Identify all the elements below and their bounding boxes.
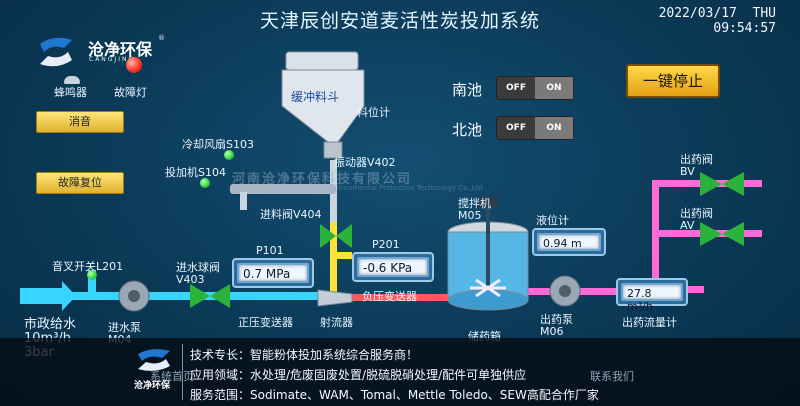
buzzer-label: 蜂鸣器 bbox=[54, 86, 87, 99]
time-text: 09:54:57 bbox=[713, 21, 776, 36]
p101-label: 正压变送器 bbox=[238, 316, 293, 329]
fork-switch-label: 音叉开关L201 bbox=[52, 260, 124, 273]
p201-value: -0.6 KPa bbox=[357, 257, 429, 277]
valve-v404[interactable] bbox=[320, 224, 352, 248]
level-label: 液位计 bbox=[536, 214, 569, 227]
p201-label: 负压变送器 bbox=[362, 290, 417, 303]
ball-valve-name: 进水球阀 bbox=[176, 261, 220, 274]
mixer-label: 搅拌机 M05 bbox=[458, 198, 491, 222]
outlet-valve-bv-id: BV bbox=[680, 165, 695, 178]
footer-logo-text: 沧净环保 bbox=[134, 381, 171, 391]
date-text: 2022/03/17 bbox=[658, 6, 737, 21]
north-pool-label: 北池 bbox=[452, 121, 483, 139]
brand-sub: CANGJING bbox=[89, 56, 136, 63]
level-value: 0.94 m bbox=[537, 233, 601, 251]
outlet-pump-name: 出药泵 bbox=[540, 313, 573, 326]
nav-home-link[interactable]: 系统首页 bbox=[150, 370, 194, 383]
north-pool-toggle[interactable]: OFF ON bbox=[496, 116, 574, 140]
flow-label: 出药流量计 bbox=[622, 316, 677, 329]
toggle-on[interactable]: ON bbox=[535, 77, 573, 99]
emergency-stop-button[interactable]: 一键停止 bbox=[626, 64, 720, 98]
flow-display: 27.8 m³/h bbox=[616, 278, 688, 313]
mute-button[interactable]: 消音 bbox=[36, 111, 124, 133]
p201-tag: P201 bbox=[372, 238, 400, 251]
outlet-valve-av-label: 出药阀 AV bbox=[680, 208, 713, 232]
inlet-source-name: 市政给水 bbox=[24, 317, 77, 332]
toggle-off[interactable]: OFF bbox=[497, 77, 535, 99]
footer-skill: 技术专长：智能粉体投加系统综合服务商！ bbox=[190, 348, 419, 362]
footer-logo-icon bbox=[138, 349, 170, 371]
outlet-pump-id: M06 bbox=[540, 325, 564, 338]
level-display: 0.94 m bbox=[532, 228, 606, 256]
nav-contact-link[interactable]: 联系我们 bbox=[590, 370, 634, 383]
page-title: 天津辰创安道麦活性炭投加系统 bbox=[259, 10, 540, 32]
flow-value: 27.8 m³/h bbox=[621, 283, 683, 313]
screw-feeder bbox=[230, 184, 336, 194]
mixer-id: M05 bbox=[458, 209, 482, 222]
weekday-text: THU bbox=[752, 6, 776, 21]
mixer-name: 搅拌机 bbox=[458, 197, 491, 210]
fault-reset-button[interactable]: 故障复位 bbox=[36, 172, 124, 194]
switch-pipe bbox=[88, 270, 96, 294]
p201-display: -0.6 KPa bbox=[352, 252, 434, 282]
vibrator-label: 振动器V402 bbox=[334, 156, 396, 169]
datetime: 2022/03/17 THU 09:54:57 bbox=[576, 6, 776, 36]
info-overlay bbox=[0, 338, 800, 406]
feed-valve-label: 进料阀V404 bbox=[260, 208, 322, 221]
footer-scope: 服务范围：Sodimate、WAM、Tomal、Mettle Toledo、SE… bbox=[190, 388, 599, 402]
ball-valve-id: V403 bbox=[176, 273, 205, 286]
ejector-tank-pipe bbox=[348, 294, 453, 301]
south-pool-label: 南池 bbox=[452, 81, 483, 99]
outlet-valve-bv-name: 出药阀 bbox=[680, 153, 713, 166]
ball-valve-v403[interactable] bbox=[190, 284, 230, 308]
level-meter-label: 料位计 bbox=[357, 106, 390, 119]
toggle-on[interactable]: ON bbox=[535, 117, 573, 139]
brand-logo bbox=[34, 34, 174, 70]
mixer-motor bbox=[478, 196, 498, 208]
fork-switch-status-icon bbox=[87, 270, 97, 280]
footer-logo: 沧净环保 bbox=[134, 346, 176, 391]
feeder-status-icon bbox=[200, 178, 210, 188]
logo-icon bbox=[40, 37, 72, 67]
watermark-en: Henan Cangjing Environmental Protection … bbox=[268, 184, 483, 192]
outlet-pump-label: 出药泵 M06 bbox=[540, 314, 573, 338]
hopper-label: 缓冲料斗 bbox=[291, 90, 340, 104]
inlet-arrow bbox=[20, 281, 76, 311]
outlet-valve-bv-label: 出药阀 BV bbox=[680, 154, 713, 178]
footer-apps: 应用领域：水处理/危废固废处置/脱硫脱硝处理/配件可单独供应 bbox=[190, 368, 527, 382]
outlet-valve-av[interactable] bbox=[700, 222, 744, 246]
buffer-hopper bbox=[281, 69, 365, 143]
cooling-fan-label: 冷却风扇S103 bbox=[182, 138, 254, 151]
p101-display: 0.7 MPa bbox=[232, 258, 314, 288]
p101-value: 0.7 MPa bbox=[237, 263, 309, 283]
ball-valve-label: 进水球阀 V403 bbox=[176, 262, 220, 286]
fault-lamp-icon bbox=[126, 57, 142, 73]
outlet-valve-av-id: AV bbox=[680, 219, 695, 232]
brand-mark: ® bbox=[158, 34, 165, 42]
inlet-pump-name: 进水泵 bbox=[108, 321, 141, 334]
p101-tag: P101 bbox=[256, 244, 284, 257]
fault-lamp-label: 故障灯 bbox=[114, 86, 147, 99]
toggle-off[interactable]: OFF bbox=[497, 117, 535, 139]
south-pool-toggle[interactable]: OFF ON bbox=[496, 76, 574, 100]
outlet-valve-bv[interactable] bbox=[700, 172, 744, 196]
outlet-valve-av-name: 出药阀 bbox=[680, 207, 713, 220]
watermark-cn: 河南沧净环保科技有限公司 bbox=[232, 172, 413, 187]
ejector bbox=[317, 289, 353, 307]
brand-name: 沧净环保 bbox=[88, 40, 153, 59]
feeder-label: 投加机S104 bbox=[165, 166, 226, 179]
ejector-label: 射流器 bbox=[320, 316, 353, 329]
buzzer-icon bbox=[64, 76, 80, 84]
cooling-fan-status-icon bbox=[224, 150, 234, 160]
footer-divider bbox=[182, 344, 183, 400]
